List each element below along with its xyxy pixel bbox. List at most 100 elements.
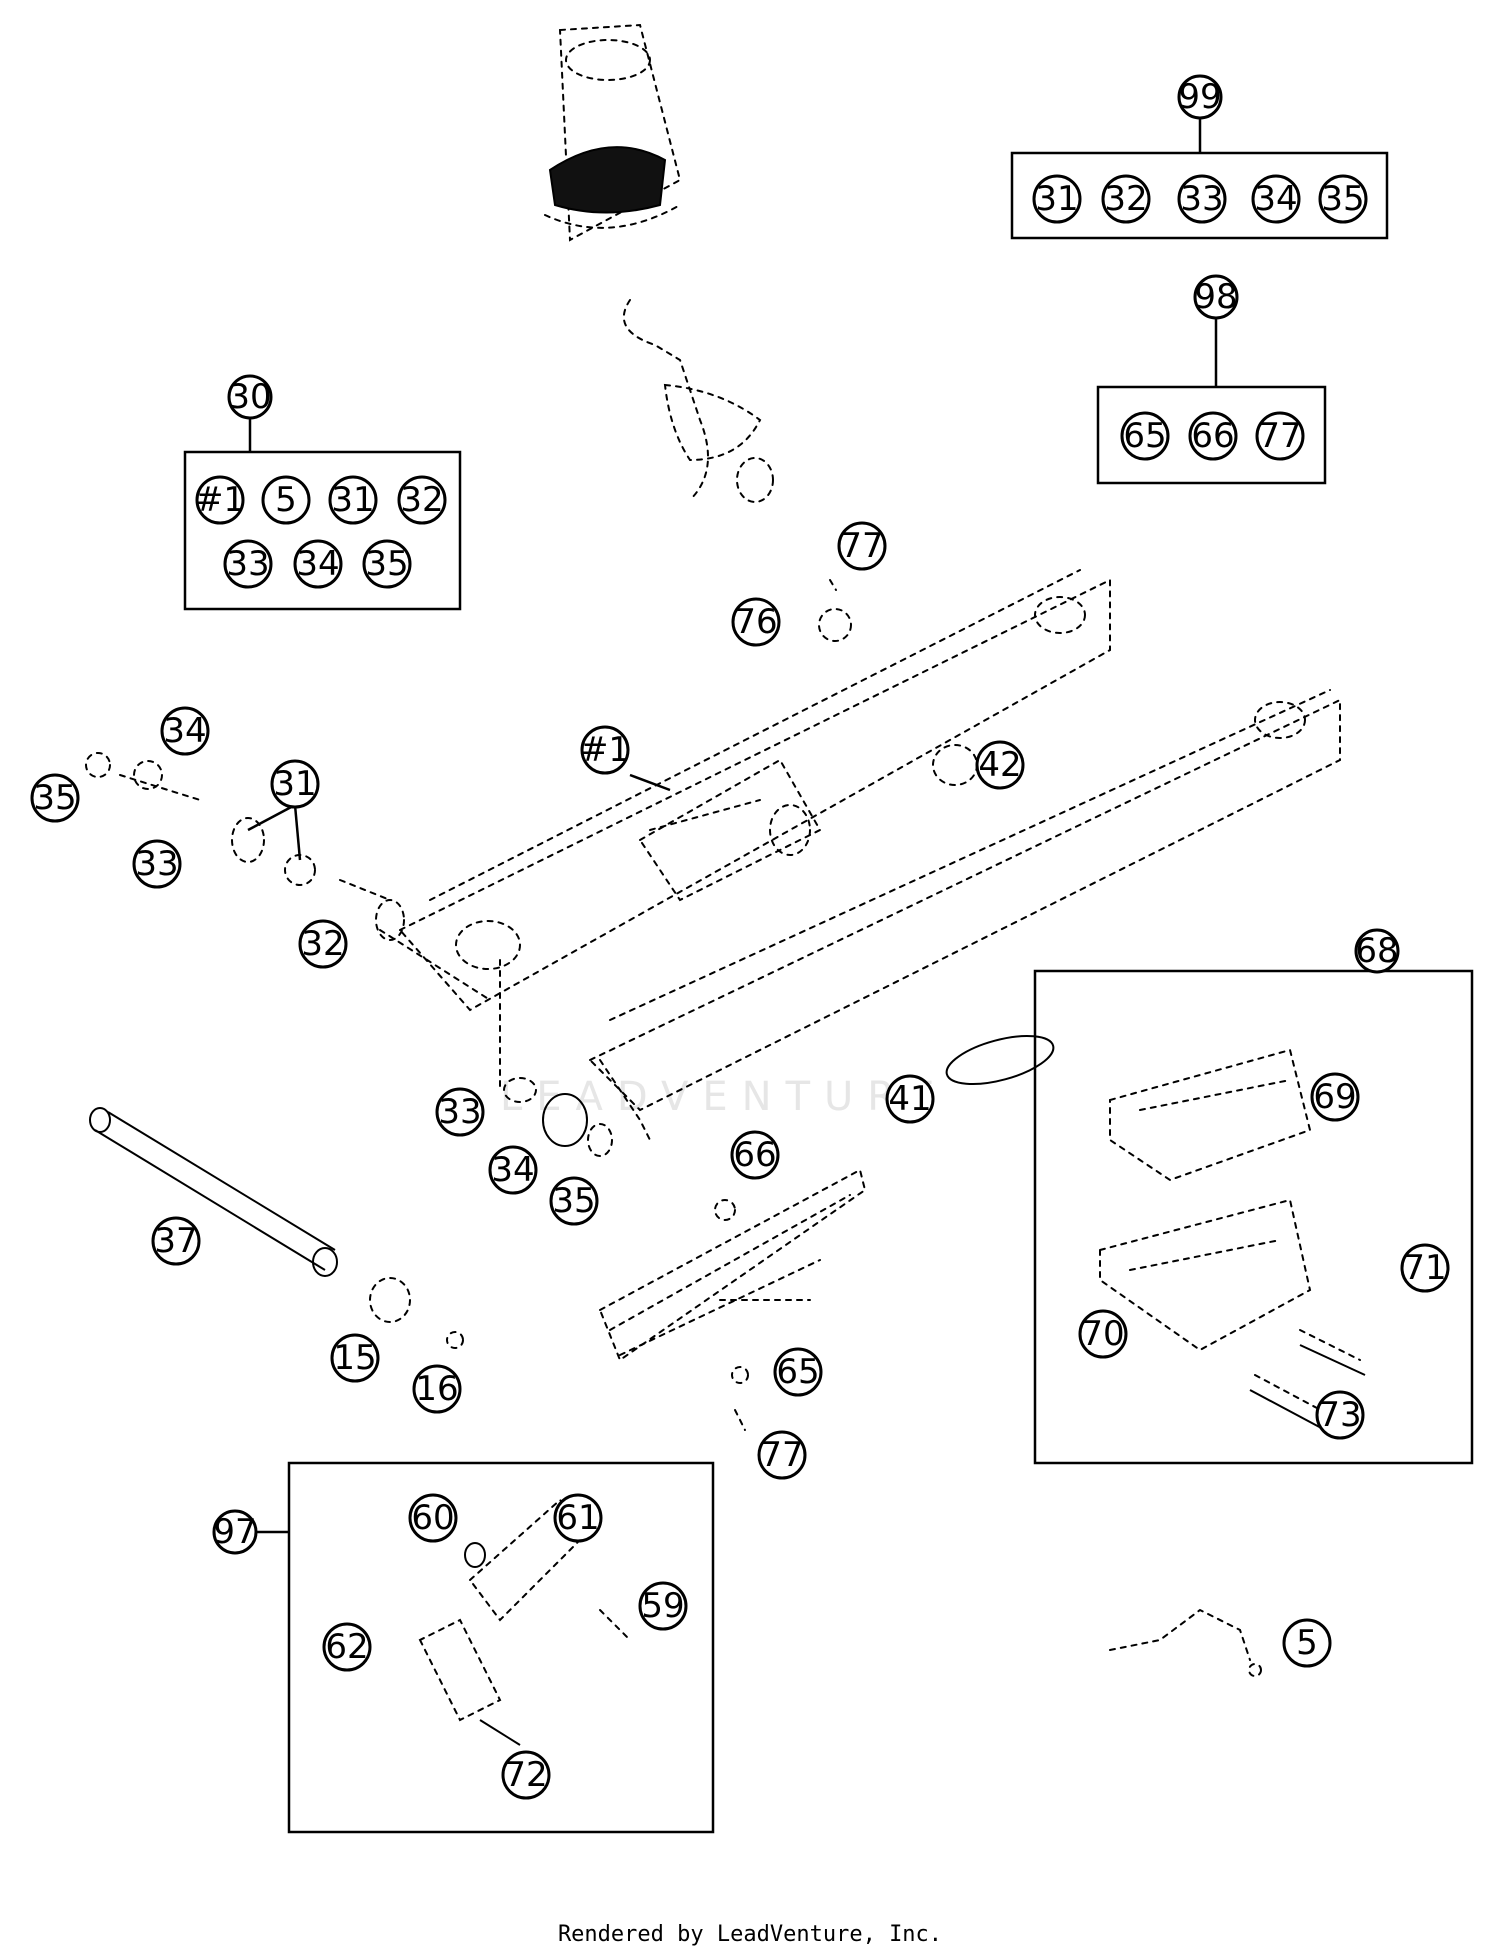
- svg-text:99: 99: [1178, 77, 1221, 117]
- svg-text:33: 33: [438, 1092, 481, 1132]
- part-callout[interactable]: 66: [730, 1130, 780, 1180]
- svg-text:73: 73: [1318, 1395, 1361, 1435]
- svg-text:77: 77: [1258, 416, 1301, 456]
- kit-99-callout[interactable]: 99: [1177, 74, 1223, 120]
- kit-99-item[interactable]: 35: [1318, 174, 1368, 224]
- kit-97-callout[interactable]: 97: [212, 1509, 258, 1555]
- kit-98-callout[interactable]: 98: [1193, 274, 1239, 320]
- part-callout[interactable]: #1: [580, 725, 630, 775]
- svg-text:32: 32: [301, 924, 344, 964]
- svg-text:65: 65: [776, 1352, 819, 1392]
- kit-30-item[interactable]: 35: [362, 539, 412, 589]
- svg-text:34: 34: [491, 1150, 534, 1190]
- part-callout[interactable]: 16: [412, 1364, 462, 1414]
- svg-text:35: 35: [1321, 179, 1364, 219]
- chain-slider-drawing: [818, 579, 1055, 1085]
- svg-text:5: 5: [1296, 1623, 1318, 1663]
- axle-drawing: [89, 1107, 464, 1349]
- part-callout[interactable]: 35: [549, 1176, 599, 1226]
- part-callout[interactable]: 34: [488, 1145, 538, 1195]
- svg-text:60: 60: [411, 1498, 454, 1538]
- svg-text:32: 32: [1104, 179, 1147, 219]
- svg-text:35: 35: [552, 1181, 595, 1221]
- kit-30-item[interactable]: 31: [328, 475, 378, 525]
- svg-text:62: 62: [325, 1627, 368, 1667]
- svg-text:31: 31: [1035, 179, 1078, 219]
- kit-99-item[interactable]: 33: [1177, 174, 1227, 224]
- kit-68-item[interactable]: 71: [1400, 1243, 1450, 1293]
- kit-68-box: [1033, 969, 1474, 1465]
- part-callout[interactable]: 37: [151, 1216, 201, 1266]
- part-callout[interactable]: 77: [837, 521, 887, 571]
- part-callout[interactable]: 31: [270, 759, 320, 809]
- svg-text:42: 42: [978, 745, 1021, 785]
- part-callout[interactable]: 32: [298, 919, 348, 969]
- kit-30-item[interactable]: #1: [195, 475, 245, 525]
- svg-text:5: 5: [275, 480, 297, 520]
- part-callout[interactable]: 41: [885, 1074, 935, 1124]
- svg-text:30: 30: [228, 377, 271, 417]
- kit-30-box: [183, 450, 462, 611]
- kit-99-item[interactable]: 34: [1251, 174, 1301, 224]
- svg-text:71: 71: [1403, 1248, 1446, 1288]
- svg-text:66: 66: [733, 1135, 776, 1175]
- part-callout[interactable]: 34: [160, 706, 210, 756]
- kit-97-item[interactable]: 62: [322, 1622, 372, 1672]
- kit-68-item[interactable]: 73: [1315, 1390, 1365, 1440]
- kit-30-callout[interactable]: 30: [227, 374, 273, 420]
- chain-adjuster-drawing: [418, 1498, 631, 1746]
- kit-98-item[interactable]: 66: [1188, 411, 1238, 461]
- clip-drawing: [1109, 1608, 1262, 1677]
- kit-97-box: [287, 1461, 715, 1834]
- svg-text:98: 98: [1194, 277, 1237, 317]
- kit-68-item[interactable]: 70: [1078, 1309, 1128, 1359]
- svg-text:69: 69: [1313, 1077, 1356, 1117]
- svg-text:#1: #1: [580, 730, 630, 770]
- kit-97-item[interactable]: 60: [408, 1493, 458, 1543]
- part-callout[interactable]: 77: [757, 1430, 807, 1480]
- svg-text:31: 31: [273, 764, 316, 804]
- kit-97-item[interactable]: 59: [638, 1581, 688, 1631]
- svg-text:77: 77: [760, 1435, 803, 1475]
- svg-text:65: 65: [1123, 416, 1166, 456]
- kit-99-item[interactable]: 31: [1032, 174, 1082, 224]
- part-callout[interactable]: 33: [132, 839, 182, 889]
- chain-guide-drawing: [598, 1168, 867, 1431]
- part-callout[interactable]: 65: [773, 1347, 823, 1397]
- svg-text:34: 34: [1254, 179, 1297, 219]
- shock-absorber-drawing: [544, 23, 774, 503]
- kit-99-item[interactable]: 32: [1101, 174, 1151, 224]
- part-callout[interactable]: 42: [975, 740, 1025, 790]
- part-callout[interactable]: 76: [731, 597, 781, 647]
- svg-text:31: 31: [331, 480, 374, 520]
- part-callout[interactable]: 5: [1282, 1618, 1332, 1668]
- chain-guard-drawing: [1099, 1048, 1366, 1431]
- kit-98-item[interactable]: 65: [1120, 411, 1170, 461]
- svg-text:34: 34: [296, 544, 339, 584]
- svg-text:16: 16: [415, 1369, 458, 1409]
- kit-30-item[interactable]: 32: [397, 475, 447, 525]
- svg-text:76: 76: [734, 602, 777, 642]
- kit-68-callout[interactable]: 68: [1354, 928, 1400, 974]
- kit-30-item[interactable]: 33: [223, 539, 273, 589]
- kit-98-item[interactable]: 77: [1255, 411, 1305, 461]
- part-callout[interactable]: 33: [435, 1087, 485, 1137]
- svg-text:41: 41: [888, 1079, 931, 1119]
- svg-text:34: 34: [163, 711, 206, 751]
- svg-text:61: 61: [556, 1498, 599, 1538]
- svg-text:72: 72: [504, 1755, 547, 1795]
- part-callout[interactable]: 15: [330, 1333, 380, 1383]
- part-callout[interactable]: 35: [30, 773, 80, 823]
- svg-text:37: 37: [154, 1221, 197, 1261]
- kit-30-item[interactable]: 5: [261, 475, 311, 525]
- svg-text:35: 35: [33, 778, 76, 818]
- kit-97-item[interactable]: 61: [553, 1493, 603, 1543]
- footer-credit: Rendered by LeadVenture, Inc.: [557, 1922, 943, 1947]
- svg-text:66: 66: [1191, 416, 1234, 456]
- kit-97-item[interactable]: 72: [501, 1750, 551, 1800]
- svg-text:33: 33: [135, 844, 178, 884]
- svg-text:70: 70: [1081, 1314, 1124, 1354]
- kit-68-item[interactable]: 69: [1310, 1072, 1360, 1122]
- kit-30-item[interactable]: 34: [293, 539, 343, 589]
